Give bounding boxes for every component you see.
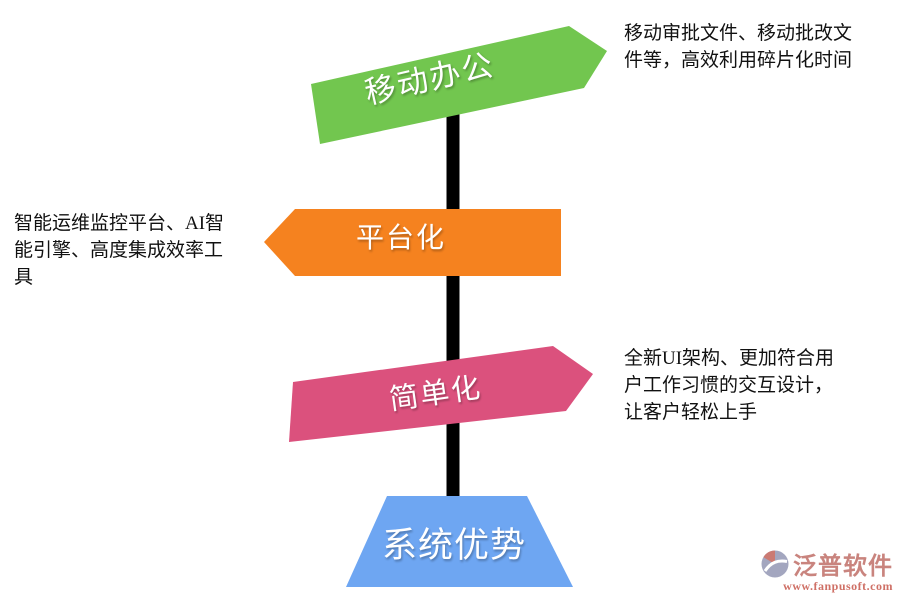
watermark: 泛普软件 www.fanpusoft.com	[760, 546, 893, 594]
sign-platform-label: 平台化	[356, 222, 446, 253]
annotation-line: 移动审批文件、移动批改文	[624, 23, 853, 44]
annotation-line: 让客户轻松上手	[624, 402, 758, 423]
sign-platform	[264, 209, 561, 276]
annotation-platform: 智能运维监控平台、AI智 能引擎、高度集成效率工 具	[14, 210, 224, 291]
annotation-line: 具	[14, 267, 34, 288]
sign-simple	[289, 346, 593, 442]
watermark-brand-text: 泛普软件	[793, 554, 893, 580]
fanpu-logo-icon	[761, 550, 789, 577]
annotation-mobile-office: 移动审批文件、移动批改文 件等，高效利用碎片化时间	[624, 20, 852, 74]
annotation-simple: 全新UI架构、更加符合用 户工作习惯的交互设计， 让客户轻松上手	[624, 345, 834, 426]
base-label: 系统优势	[382, 526, 526, 565]
sign-mobile-office	[311, 26, 607, 144]
annotation-line: 能引擎、高度集成效率工	[14, 240, 224, 261]
watermark-url: www.fanpusoft.com	[783, 579, 893, 593]
annotation-line: 户工作习惯的交互设计，	[624, 375, 834, 396]
annotation-line: 智能运维监控平台、AI智	[14, 213, 225, 234]
signpost-pole	[446, 105, 460, 510]
annotation-line: 全新UI架构、更加符合用	[624, 348, 835, 369]
watermark-brand-row: 泛普软件	[760, 546, 893, 581]
annotation-line: 件等，高效利用碎片化时间	[624, 50, 853, 71]
base-trapezoid	[346, 496, 573, 587]
